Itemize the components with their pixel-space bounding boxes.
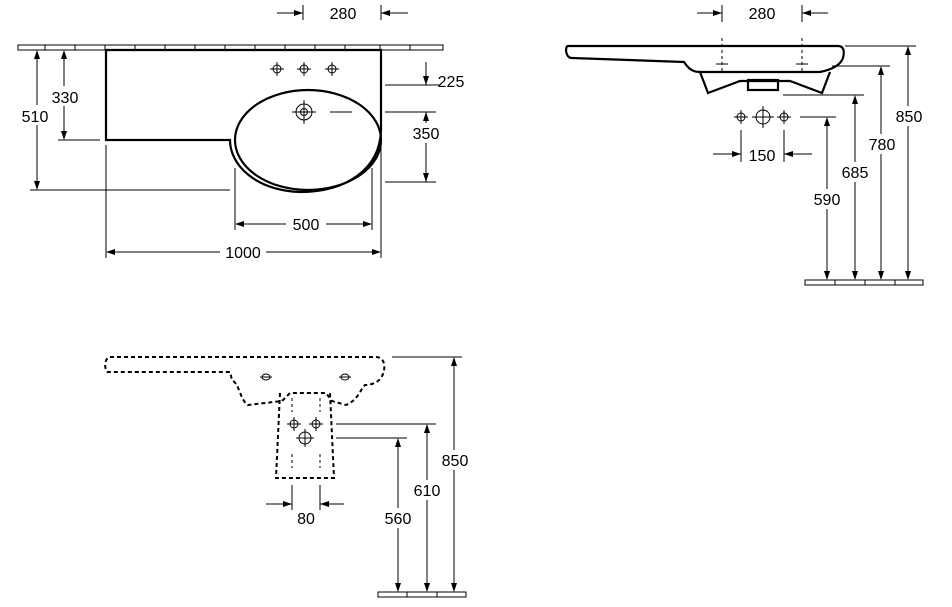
- tap-holes: [270, 62, 339, 76]
- label-side-height-waste: 590: [814, 192, 841, 209]
- side-basin-outline: [565, 44, 845, 74]
- pedestal-basin-outline: [104, 356, 386, 407]
- dimension-80: 80: [266, 485, 344, 528]
- label-depth-total: 510: [22, 109, 49, 126]
- side-waste-symbols: [734, 106, 791, 128]
- dimension-280-side: 280: [697, 5, 828, 23]
- label-waste-spacing: 150: [749, 148, 776, 165]
- pedestal-floor-strip: [377, 591, 467, 598]
- label-side-height-underside: 780: [869, 137, 896, 154]
- label-waste-width: 80: [297, 511, 315, 528]
- label-bowl-depth: 350: [413, 126, 440, 143]
- label-pedestal-height-lower: 560: [385, 511, 412, 528]
- basin-outline: [104, 48, 383, 194]
- dimension-330: 330: [44, 50, 100, 141]
- pedestal-waste-symbols: [287, 417, 323, 447]
- label-side-tap-spacing: 280: [749, 6, 776, 23]
- dimension-500: 500: [234, 168, 373, 234]
- dimension-150: 150: [713, 130, 812, 165]
- label-depth-shelf: 330: [52, 90, 79, 107]
- pedestal-height-dimensions: 850 610 560: [336, 356, 474, 592]
- label-side-height-bowl: 685: [842, 165, 869, 182]
- label-pedestal-height-upper: 610: [414, 483, 441, 500]
- label-side-height-total: 850: [896, 109, 923, 126]
- pedestal-view: 80 850 610 560: [104, 356, 474, 598]
- label-bowl-width: 500: [293, 217, 320, 234]
- dimension-280-top: 280: [277, 5, 408, 23]
- dimension-225: 225: [385, 62, 464, 182]
- side-view: 280 150 850 780: [565, 5, 928, 286]
- dimension-350: 350: [385, 111, 448, 183]
- label-tap-spacing: 280: [330, 6, 357, 23]
- label-hole-offset: 225: [438, 74, 465, 91]
- side-floor-strip: [804, 279, 924, 286]
- label-total-width: 1000: [225, 245, 261, 262]
- drain-symbol: [292, 100, 352, 124]
- label-pedestal-height-total: 850: [442, 453, 469, 470]
- dimension-510: 510: [17, 50, 230, 191]
- pedestal-mount-holes: [260, 373, 351, 381]
- side-height-dimensions: 850 780 685 590: [783, 45, 928, 280]
- dimension-1000: 1000: [105, 135, 382, 262]
- pedestal-outline: [274, 392, 336, 479]
- top-view: 280 510 330 225: [17, 5, 464, 262]
